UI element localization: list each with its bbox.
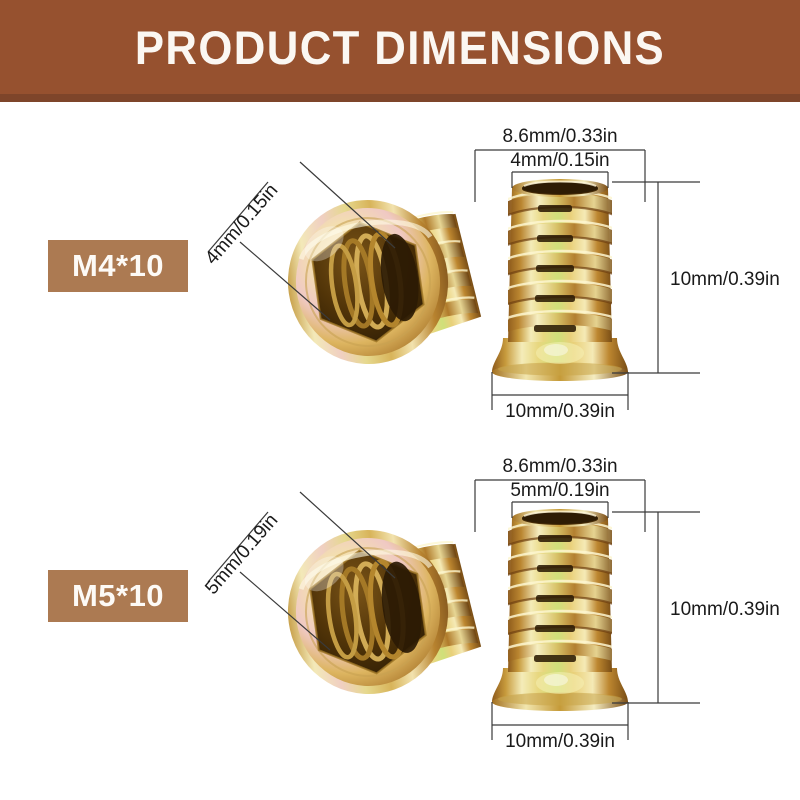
product-group-m4: 8.6mm/0.33in 4mm/0.15in 10mm/0.39in 10mm… (0, 110, 800, 440)
size-badge-m5: M5*10 (48, 570, 188, 622)
header-banner-strip (0, 94, 800, 102)
product-diagram-m4: 8.6mm/0.33in 4mm/0.15in 10mm/0.39in 10mm… (201, 126, 779, 422)
label-outer-diameter-m5: 8.6mm/0.33in (502, 456, 617, 477)
dimension-lines-m4 (207, 149, 700, 410)
label-thread-callout-m4: 4mm/0.15in (201, 180, 282, 269)
label-thread-callout-m5: 5mm/0.19in (201, 510, 282, 599)
product-group-m5: 8.6mm/0.33in 5mm/0.19in 10mm/0.39in 10mm… (0, 440, 800, 770)
insert-nut-socket-view-m4 (287, 200, 482, 364)
label-base-diameter-m5: 10mm/0.39in (505, 731, 615, 752)
product-diagram-m5: 8.6mm/0.33in 5mm/0.19in 10mm/0.39in 10mm… (201, 456, 779, 752)
dimension-lines-m5 (207, 479, 700, 740)
dimension-labels-m4: 8.6mm/0.33in 4mm/0.15in 10mm/0.39in 10mm… (201, 126, 779, 422)
label-outer-diameter-m4: 8.6mm/0.33in (502, 126, 617, 147)
label-height-m5: 10mm/0.39in (670, 599, 780, 620)
header-banner (0, 0, 800, 94)
insert-nut-upright-m5 (492, 509, 628, 711)
label-base-diameter-m4: 10mm/0.39in (505, 401, 615, 422)
label-inner-diameter-m4: 4mm/0.15in (510, 150, 609, 171)
label-inner-diameter-m5: 5mm/0.19in (510, 480, 609, 501)
page-title: PRODUCT DIMENSIONS (134, 20, 666, 74)
dimension-labels-m5: 8.6mm/0.33in 5mm/0.19in 10mm/0.39in 10mm… (201, 456, 779, 752)
insert-nut-socket-view-m5 (287, 530, 482, 694)
insert-nut-upright-m4 (492, 179, 628, 381)
size-badge-m4: M4*10 (48, 240, 188, 292)
label-height-m4: 10mm/0.39in (670, 269, 780, 290)
